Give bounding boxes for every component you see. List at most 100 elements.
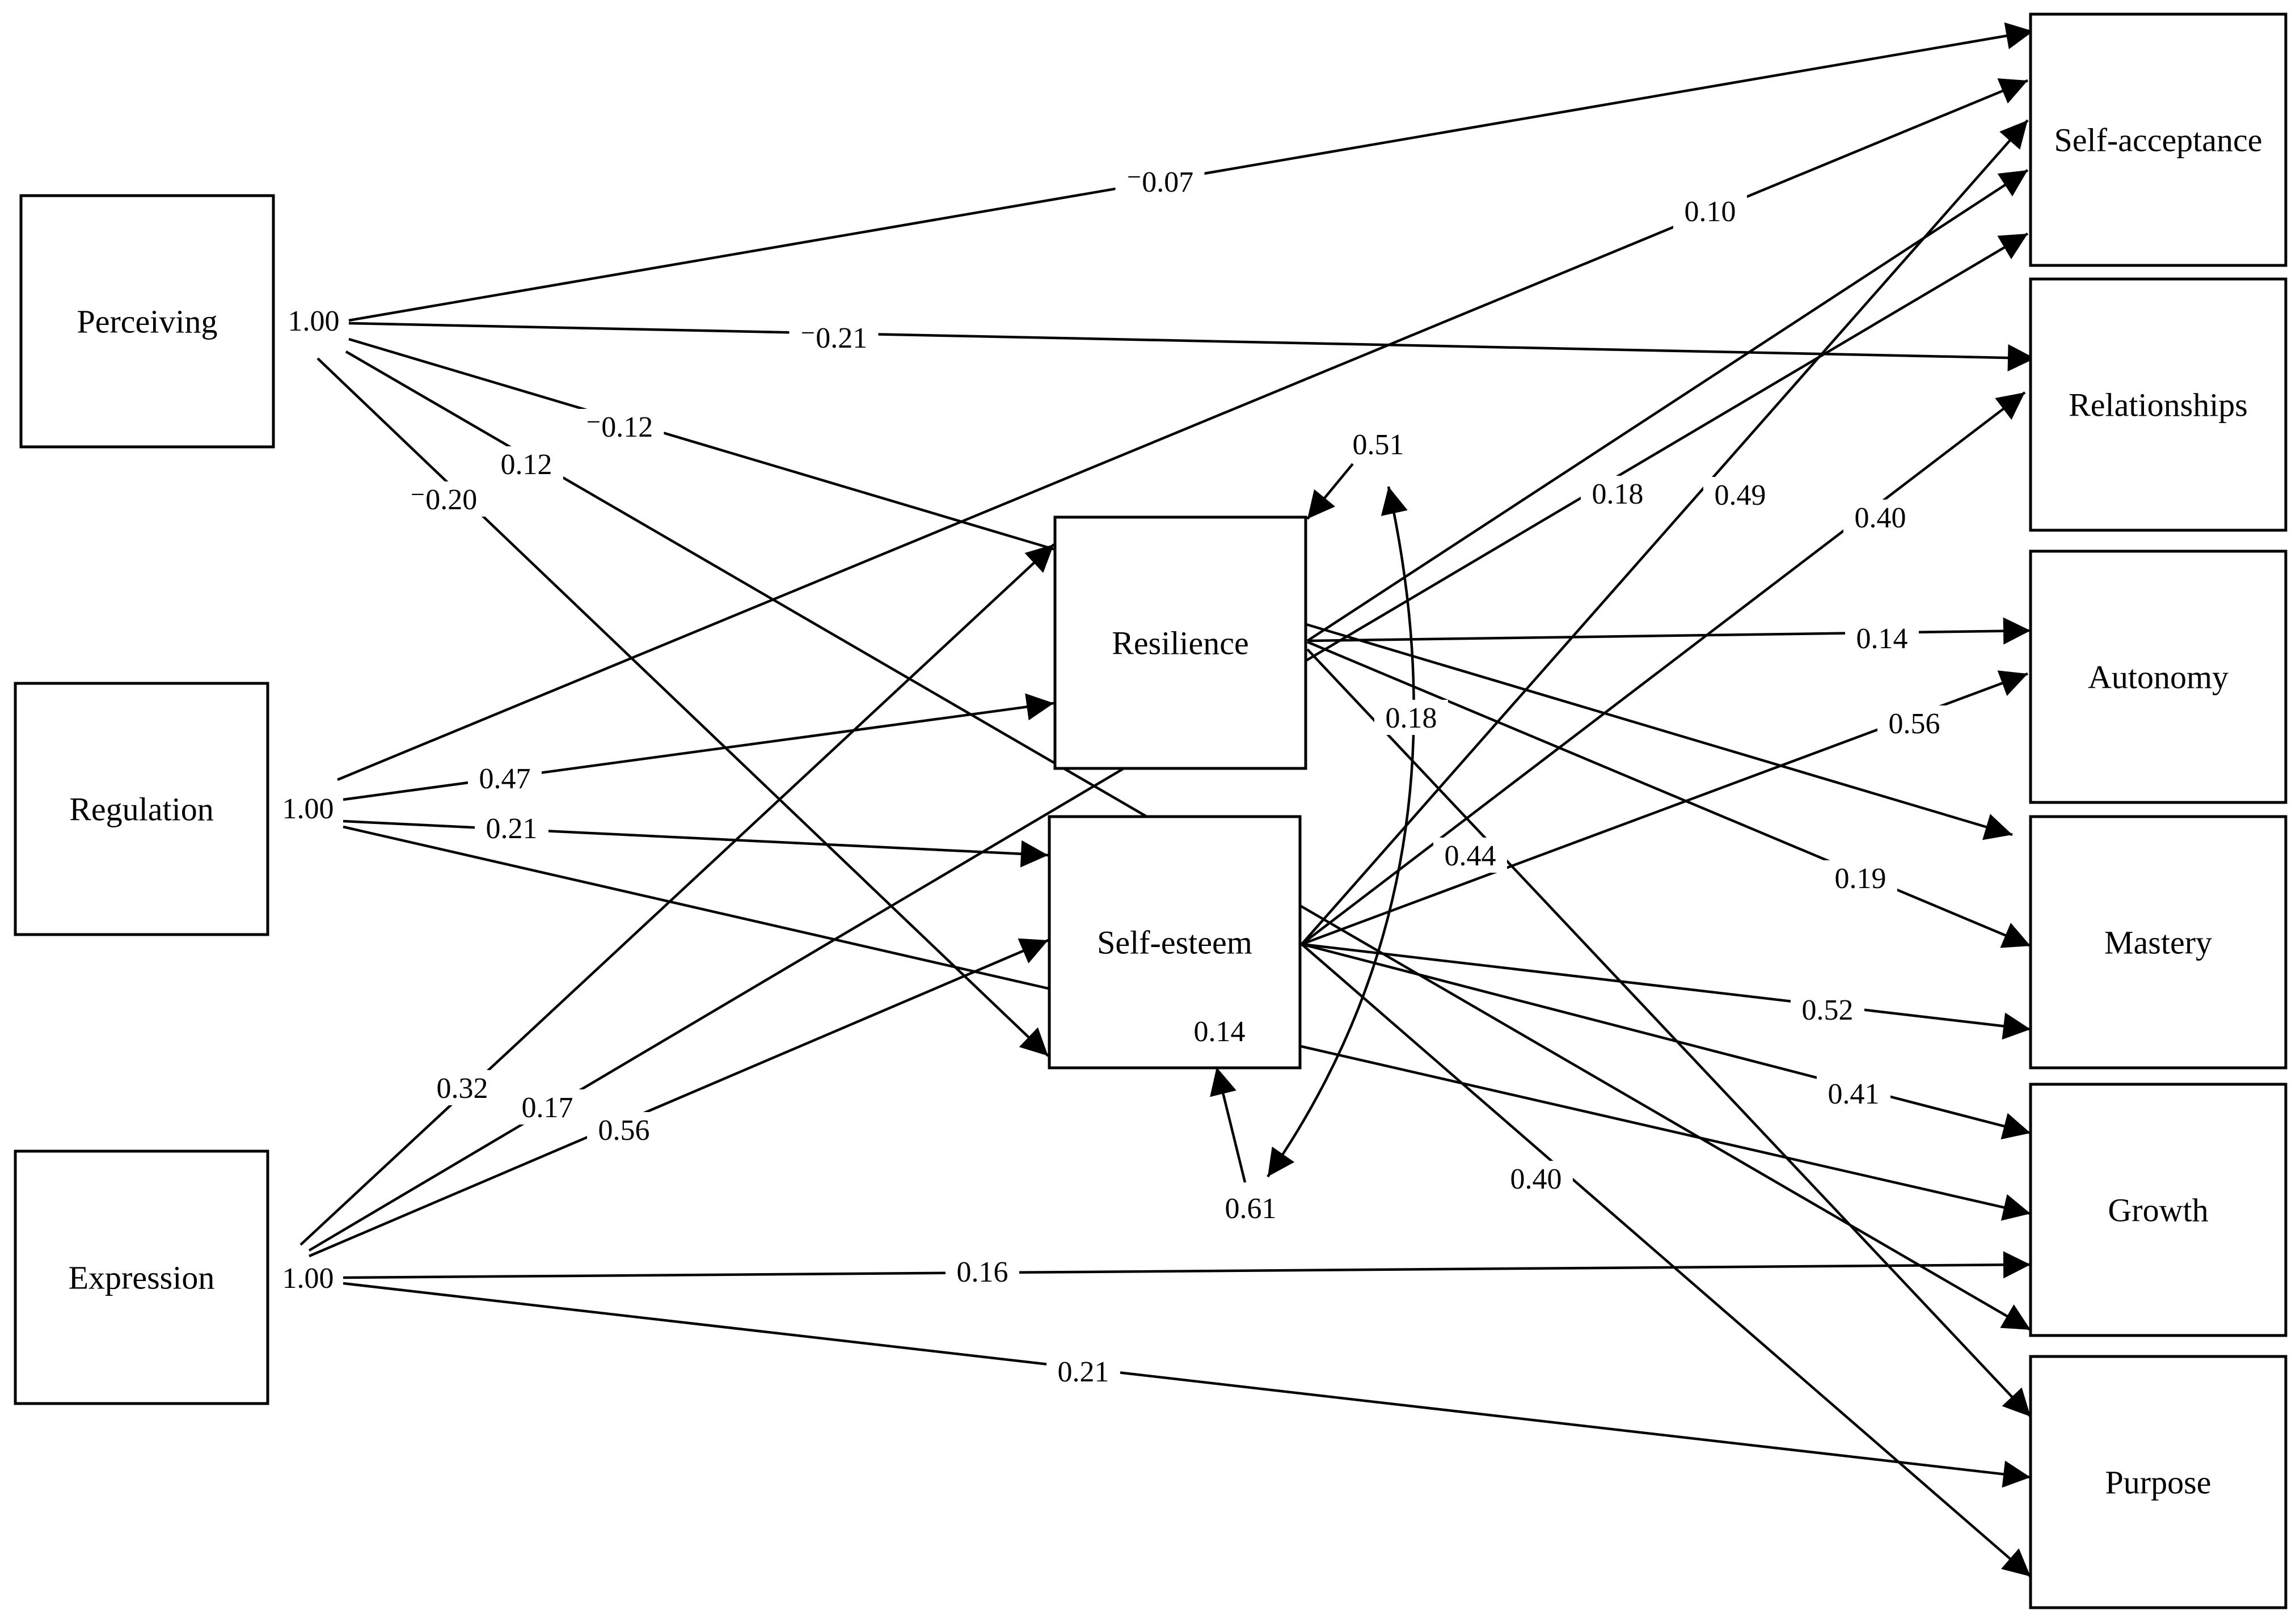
- selfacceptance-box: [2029, 12, 2287, 267]
- edge-label-selfesteem-to-relationships-bg: [1843, 500, 1917, 535]
- edge-label-perceiving-to-mastery-bg: [575, 409, 664, 444]
- edge-label-regulation-to-selfacceptance: 0.10: [1685, 196, 1736, 228]
- edge-label-resilience-to-autonomy-bg: [1845, 620, 1919, 656]
- selfesteem-residual-label-bg: [1214, 1190, 1288, 1225]
- edge-label-perceiving-to-selfesteem-bg: [399, 481, 488, 517]
- edge-resilience-to-mastery: [1307, 640, 2031, 948]
- edge-label-regulation-to-resilience: 0.47: [479, 763, 531, 795]
- mastery-box: [2029, 815, 2287, 1070]
- regulation-label: Regulation: [69, 791, 214, 828]
- edge-selfesteem-to-mastery: [1301, 942, 2031, 1040]
- edge-resilience-to-selfacceptance: [1306, 169, 2029, 642]
- edge-label-resilience-to-autonomy: 0.14: [1856, 623, 1908, 655]
- selfesteem-residual-label: 0.61: [1225, 1193, 1277, 1225]
- edge-label-expression-to-selfesteem-bg: [587, 1112, 661, 1147]
- autonomy-box: [2029, 550, 2287, 804]
- expression-variance-label: 1.00: [282, 1262, 334, 1295]
- edge-label-expression-to-growth-bg: [946, 1254, 1019, 1289]
- edge-perceiving-to-selfesteem: [316, 357, 1049, 1057]
- relationships-label: Relationships: [2069, 387, 2248, 424]
- edge-label-selfesteem-to-mastery: 0.52: [1802, 994, 1854, 1026]
- edge-label-expression-to-growth: 0.16: [957, 1256, 1008, 1288]
- resilience-residual-label: 0.51: [1353, 429, 1404, 461]
- edge-label-resilience-to-purpose: 0.18: [1386, 702, 1437, 734]
- edge-label-expression-to-purpose-bg: [1046, 1354, 1120, 1389]
- growth-box: [2029, 1083, 2287, 1337]
- edge-selfesteem-to-relationships: [1301, 391, 2026, 945]
- selfesteem-box: [1048, 815, 1302, 1070]
- edge-label-resilience-to-purpose-bg: [1374, 700, 1448, 735]
- edge-expression-to-resilience: [299, 543, 1055, 1246]
- edge-label-perceiving-to-growth-bg: [489, 446, 563, 481]
- edge-selfesteem-to-selfacceptance: [1301, 119, 2029, 945]
- edge-perceiving-to-relationships: [348, 322, 2036, 371]
- edge-label-regulation-to-resilience-bg: [468, 760, 542, 796]
- edge-regulation-to-selfesteem: [343, 819, 1049, 868]
- edge-label-expression-to-resilience: 0.32: [437, 1072, 488, 1105]
- edge-label-resilience-to-selfacceptance-bg: [1581, 476, 1655, 511]
- edge-label-selfesteem-to-selfacceptance-bg: [1703, 477, 1777, 512]
- expression-label: Expression: [69, 1259, 215, 1296]
- edge-label-selfesteem-to-relationships: 0.40: [1855, 502, 1906, 534]
- edge-label-resilience-to-mastery-bg: [1824, 860, 1897, 895]
- edge-label-perceiving-to-growth: 0.12: [501, 449, 552, 481]
- edge-label-expression-to-selfacceptance-bg: [510, 1089, 584, 1125]
- regulation-box: [14, 682, 269, 936]
- mediator-covariance-label: 0.44: [1445, 840, 1496, 872]
- perceiving-box: [19, 194, 275, 449]
- edge-label-selfesteem-to-purpose: 0.40: [1510, 1163, 1562, 1195]
- edge-label-perceiving-to-relationships: ⁻0.21: [800, 322, 867, 354]
- edge-label-selfesteem-to-growth: 0.41: [1828, 1078, 1880, 1110]
- edge-label-selfesteem-to-mastery-bg: [1791, 992, 1864, 1027]
- edge-label-regulation-to-growth-bg: [1183, 1013, 1256, 1049]
- edge-label-perceiving-to-selfacceptance: ⁻0.07: [1126, 166, 1193, 198]
- edge-resilience-to-autonomy: [1307, 617, 2031, 645]
- edge-label-perceiving-to-selfesteem: ⁻0.20: [410, 484, 477, 516]
- regulation-variance-label: 1.00: [282, 793, 334, 825]
- resilience-box: [1053, 515, 1307, 770]
- edge-label-selfesteem-to-autonomy: 0.56: [1889, 708, 1940, 740]
- edge-label-expression-to-selfacceptance: 0.17: [522, 1092, 573, 1124]
- purpose-box: [2029, 1355, 2287, 1609]
- edge-expression-to-purpose: [343, 1282, 2031, 1488]
- edge-label-selfesteem-to-purpose-bg: [1499, 1161, 1573, 1196]
- mastery-label: Mastery: [2104, 924, 2212, 961]
- edge-label-perceiving-to-selfacceptance-bg: [1115, 164, 1205, 199]
- growth-label: Growth: [2108, 1192, 2208, 1229]
- perceiving-label: Perceiving: [77, 303, 217, 340]
- mediator-covariance-label-bg: [1433, 838, 1507, 873]
- selfesteem-label: Self-esteem: [1097, 924, 1252, 961]
- edge-label-perceiving-to-mastery: ⁻0.12: [586, 411, 653, 443]
- edge-label-regulation-to-growth: 0.14: [1194, 1016, 1246, 1048]
- resilience-residual-arrow: [1306, 463, 1354, 520]
- edge-label-resilience-to-selfacceptance: 0.18: [1592, 478, 1644, 510]
- edge-label-expression-to-selfesteem: 0.56: [598, 1114, 650, 1147]
- edge-label-regulation-to-selfacceptance-bg: [1673, 193, 1747, 229]
- resilience-residual-label-bg: [1341, 426, 1415, 462]
- resilience-label: Resilience: [1112, 625, 1249, 662]
- edge-label-selfesteem-to-growth-bg: [1817, 1076, 1890, 1111]
- edge-expression-to-growth: [343, 1251, 2031, 1279]
- perceiving-variance-label: 1.00: [288, 305, 340, 337]
- edge-label-resilience-to-mastery: 0.19: [1835, 863, 1886, 895]
- edge-label-expression-to-purpose: 0.21: [1058, 1356, 1109, 1388]
- edge-regulation-to-resilience: [343, 693, 1054, 801]
- edge-label-selfesteem-to-selfacceptance: 0.49: [1715, 479, 1766, 512]
- edge-label-perceiving-to-relationships-bg: [789, 320, 879, 355]
- edge-selfesteem-to-growth: [1301, 942, 2031, 1140]
- edge-label-regulation-to-selfesteem-bg: [475, 810, 548, 846]
- edge-selfesteem-to-purpose: [1301, 943, 2032, 1578]
- edge-expression-to-selfesteem: [309, 938, 1049, 1258]
- edge-resilience-to-purpose: [1306, 648, 2032, 1418]
- residual-covariance-arc: [1267, 486, 1415, 1178]
- selfesteem-residual-arrow: [1210, 1067, 1247, 1183]
- edge-label-regulation-to-selfesteem: 0.21: [486, 813, 538, 845]
- edge-label-expression-to-resilience-bg: [425, 1070, 499, 1105]
- purpose-label: Purpose: [2105, 1464, 2211, 1501]
- edge-label-selfesteem-to-autonomy-bg: [1877, 705, 1951, 741]
- expression-box: [14, 1149, 269, 1405]
- selfacceptance-label: Self-acceptance: [2054, 122, 2262, 159]
- relationships-box: [2029, 277, 2287, 532]
- autonomy-label: Autonomy: [2088, 659, 2229, 696]
